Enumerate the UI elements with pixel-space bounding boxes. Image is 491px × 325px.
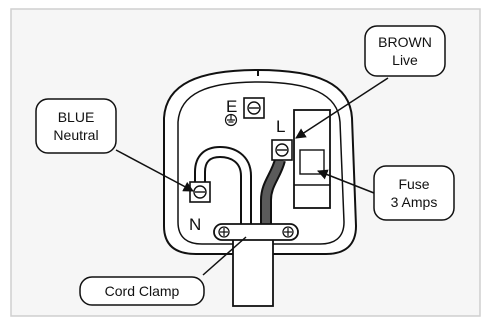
brown-live-callout <box>364 25 446 77</box>
neutral-terminal-label: N <box>189 215 201 234</box>
blue-neutral-callout-line2: Neutral <box>53 127 98 143</box>
earth-terminal <box>243 97 265 119</box>
cord-clamp-callout-text: Cord Clamp <box>105 283 180 299</box>
blue-neutral-callout <box>35 98 117 154</box>
neutral-terminal <box>189 181 211 203</box>
live-terminal <box>271 139 293 161</box>
cord-clamp-leader <box>202 236 247 276</box>
cord <box>232 235 274 307</box>
blue-neutral-callout-line1: BLUE <box>58 109 95 125</box>
cord-clamp-callout <box>79 276 205 306</box>
fuse-holder <box>293 109 331 209</box>
blue-neutral-leader <box>115 149 194 192</box>
fuse-callout-line2: 3 Amps <box>391 194 438 210</box>
brown-live-callout-line1: BROWN <box>378 34 432 50</box>
cord-clamp <box>213 223 299 241</box>
earth-terminal-label: E <box>226 97 237 116</box>
earth-symbol-icon <box>224 113 238 127</box>
brown-live-callout-line2: Live <box>392 52 418 68</box>
fuse-callout-line1: Fuse <box>398 176 429 192</box>
brown-live-leader <box>295 77 389 139</box>
fuse-callout <box>373 165 455 221</box>
brown-live-wire <box>260 158 286 232</box>
fuse-leader <box>317 169 375 194</box>
blue-neutral-wire <box>194 145 252 232</box>
live-terminal-label: L <box>276 117 285 136</box>
